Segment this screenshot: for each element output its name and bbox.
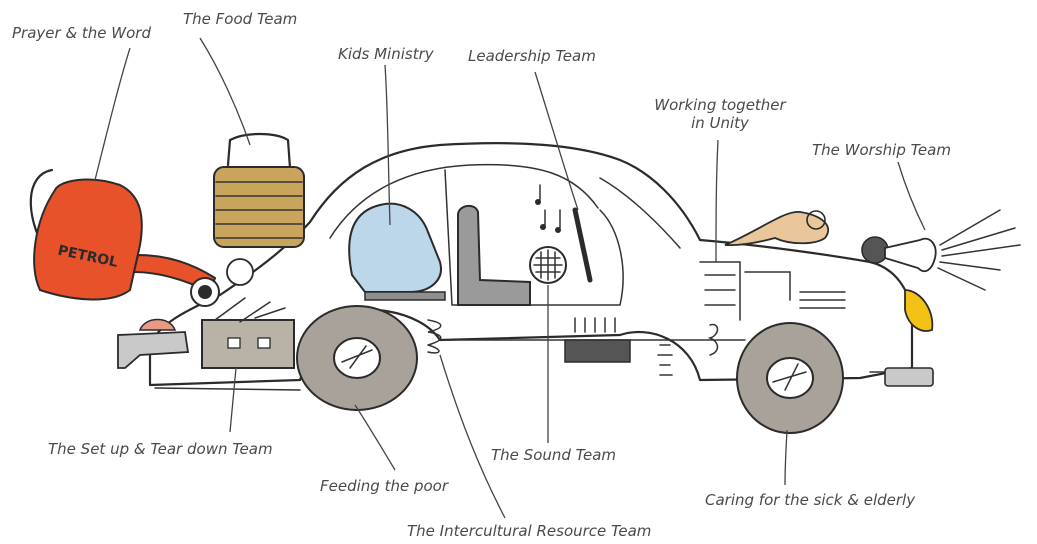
leader-kids xyxy=(385,65,390,225)
label-unity: Working together in Unity xyxy=(650,96,790,132)
label-feeding: Feeding the poor xyxy=(320,477,448,495)
headlight xyxy=(905,290,932,331)
leader-leadership xyxy=(535,72,578,210)
leader-intercultural xyxy=(440,355,505,518)
label-sound: The Sound Team xyxy=(491,446,616,464)
label-unity-line2: in Unity xyxy=(650,114,790,132)
front-bumper xyxy=(118,320,188,369)
label-unity-line1: Working together xyxy=(650,96,790,114)
label-kids: Kids Ministry xyxy=(338,45,434,63)
front-wheel xyxy=(297,306,417,410)
food-basket xyxy=(214,134,304,247)
oil-can xyxy=(725,211,828,245)
label-setup: The Set up & Tear down Team xyxy=(48,440,273,458)
horn xyxy=(862,210,1020,290)
steering-wheel xyxy=(575,210,590,280)
leader-prayer xyxy=(95,48,130,180)
label-leadership: Leadership Team xyxy=(468,47,596,65)
kids-car-seat xyxy=(349,204,445,300)
leader-worship xyxy=(898,162,925,230)
toolbox xyxy=(202,298,294,368)
windshield-line xyxy=(600,178,680,248)
rear-bumper xyxy=(885,368,933,386)
driver-seat xyxy=(458,206,530,305)
rear-wheel xyxy=(737,323,843,433)
label-food: The Food Team xyxy=(183,10,297,28)
suspension-spring xyxy=(428,320,441,353)
speaker xyxy=(530,185,566,283)
leader-caring xyxy=(785,430,787,485)
watering-can: PETROL xyxy=(31,170,215,299)
label-caring: Caring for the sick & elderly xyxy=(705,491,915,509)
leader-feeding xyxy=(355,405,395,470)
label-worship: The Worship Team xyxy=(812,141,951,159)
label-prayer: Prayer & the Word xyxy=(12,24,151,42)
leader-food xyxy=(200,38,250,145)
leader-setup xyxy=(230,368,236,432)
leader-unity xyxy=(716,140,718,262)
label-intercultural: The Intercultural Resource Team xyxy=(407,522,651,540)
